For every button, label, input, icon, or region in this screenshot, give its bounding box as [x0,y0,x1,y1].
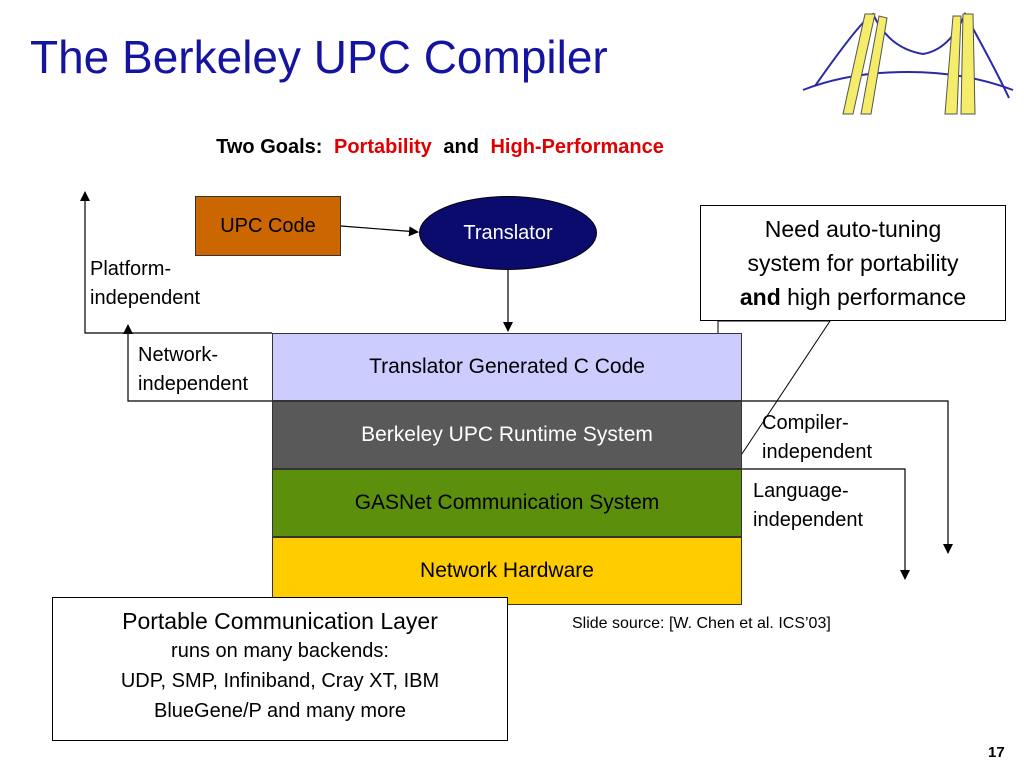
slide-source-note: Slide source: [W. Chen et al. ICS’03] [572,615,831,632]
compiler-label-line1: Compiler- [762,412,849,434]
network-independent-label: Network- independent [138,341,248,399]
bridge-logo-icon [802,11,1014,115]
autotune-callout: Need auto-tuning system for portability … [700,205,1006,321]
autotune-line3-rest: high performance [787,284,967,310]
compiler-independent-label: Compiler- independent [762,409,872,467]
platform-label-line1: Platform- [90,258,172,280]
platform-independent-label: Platform- independent [90,255,200,313]
slide-title: The Berkeley UPC Compiler [30,31,608,83]
autotune-bold-and: and [739,284,781,310]
goals-joiner: and [443,136,479,158]
language-label-line1: Language- [753,480,849,502]
portable-callout-line2: UDP, SMP, Infiniband, Cray XT, IBM [120,670,440,692]
language-independent-label: Language- independent [753,477,863,535]
autotune-line2: system for portability [747,250,959,276]
layer-network-hardware: Network Hardware [272,537,742,605]
layer-gasnet: GASNet Communication System [272,469,742,537]
language-independent-bracket [742,468,910,580]
network-independent-bracket [123,324,272,402]
goals-subtitle: Two Goals: Portability and High-Performa… [0,136,880,159]
autotune-line3: and high performance [701,280,1005,314]
layer-translated-c: Translator Generated C Code [272,333,742,401]
goal-portability: Portability [334,136,432,158]
layer-runtime: Berkeley UPC Runtime System [272,401,742,469]
language-label-line2: independent [753,509,864,531]
upc-to-translator-arrow [340,225,419,237]
compiler-independent-bracket [742,400,953,554]
compiler-label-line2: independent [762,441,873,463]
translator-ellipse: Translator [419,196,597,270]
portable-callout-title: Portable Communication Layer [122,608,438,634]
autotune-line1: Need auto-tuning [764,216,942,242]
goals-prefix: Two Goals: [216,136,323,158]
platform-independent-bracket [80,191,272,334]
upc-code-box: UPC Code [195,196,341,256]
network-label-line1: Network- [138,344,219,366]
network-label-line2: independent [138,373,249,395]
goal-high-performance: High-Performance [490,136,664,158]
portable-callout-line3: BlueGene/P and many more [153,700,406,722]
portable-layer-callout: Portable Communication Layer runs on man… [52,597,508,741]
slide-number: 17 [988,744,1005,761]
portable-callout-line1: runs on many backends: [171,640,389,662]
platform-label-line2: independent [90,287,201,309]
